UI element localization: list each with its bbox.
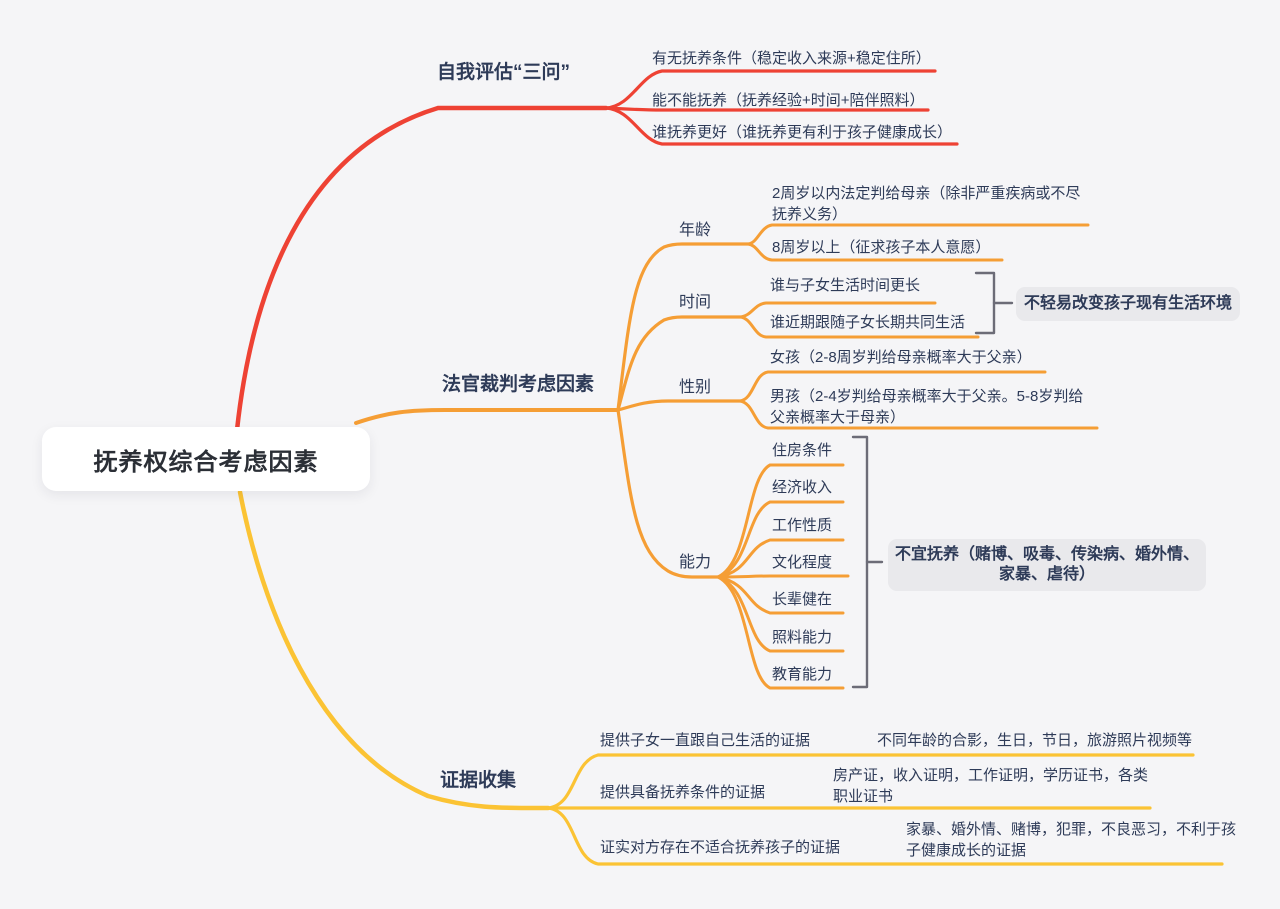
node-evidence-living-together[interactable]: 提供子女一直跟自己生活的证据 <box>600 732 811 749</box>
node-gender-boy[interactable]: 男孩（2-4岁判给母亲概率大于父亲。5-8岁判给父亲概率大于母亲） <box>770 388 1084 426</box>
node-custody-conditions[interactable]: 有无抚养条件（稳定收入来源+稳定住所） <box>652 50 931 67</box>
detail-evidence-other-unfit[interactable]: 家暴、婚外情、赌博，犯罪，不良恶习，不利于孩子健康成长的证据 <box>906 821 1237 859</box>
time-bracket <box>974 271 996 335</box>
node-income[interactable]: 经济收入 <box>772 479 833 496</box>
node-able-to-raise[interactable]: 能不能抚养（抚养经验+时间+陪伴照料） <box>652 92 925 109</box>
summary-brackets <box>851 271 1014 689</box>
node-gender-girl[interactable]: 女孩（2-8周岁判给母亲概率大于父亲） <box>770 349 1032 366</box>
ability-bracket <box>851 435 869 689</box>
node-time[interactable]: 时间 <box>679 294 712 311</box>
node-evidence-other-unfit[interactable]: 证实对方存在不适合抚养孩子的证据 <box>600 839 841 856</box>
node-time-longer-life[interactable]: 谁与子女生活时间更长 <box>770 277 921 294</box>
node-age[interactable]: 年龄 <box>679 222 712 239</box>
note-keep-environment[interactable]: 不轻易改变孩子现有生活环境 <box>1016 287 1240 321</box>
orange-branch-edges <box>354 223 1099 690</box>
node-teach-ability[interactable]: 教育能力 <box>772 666 833 683</box>
node-housing[interactable]: 住房条件 <box>772 442 833 459</box>
node-age-under-2[interactable]: 2周岁以内法定判给母亲（除非严重疾病或不尽抚养义务） <box>772 185 1081 223</box>
node-job-nature[interactable]: 工作性质 <box>772 517 833 534</box>
node-self-assessment[interactable]: 自我评估“三问” <box>437 62 571 83</box>
node-care-ability[interactable]: 照料能力 <box>772 629 833 646</box>
note-unfit-custody[interactable]: 不宜抚养（赌博、吸毒、传染病、婚外情、家暴、虐待） <box>888 539 1206 591</box>
node-age-over-8[interactable]: 8周岁以上（征求孩子本人意愿） <box>772 239 991 256</box>
node-time-recent-life[interactable]: 谁近期跟随子女长期共同生活 <box>770 314 966 331</box>
node-education-level[interactable]: 文化程度 <box>772 554 833 571</box>
node-evidence-collection[interactable]: 证据收集 <box>440 770 517 791</box>
node-judge-factors[interactable]: 法官裁判考虑因素 <box>442 374 595 395</box>
node-evidence-conditions[interactable]: 提供具备抚养条件的证据 <box>600 784 766 801</box>
node-who-raises-better[interactable]: 谁抚养更好（谁抚养更有利于孩子健康成长） <box>652 124 953 141</box>
detail-evidence-living-together[interactable]: 不同年龄的合影，生日，节日，旅游照片视频等 <box>877 732 1193 749</box>
node-elders-alive[interactable]: 长辈健在 <box>772 591 833 608</box>
detail-evidence-conditions[interactable]: 房产证，收入证明，工作证明，学历证书，各类职业证书 <box>833 767 1149 805</box>
red-branch-edges <box>234 69 959 433</box>
node-ability[interactable]: 能力 <box>679 554 712 571</box>
root-node[interactable]: 抚养权综合考虑因素 <box>42 427 370 491</box>
node-gender[interactable]: 性别 <box>679 379 712 396</box>
yellow-branch-edges <box>237 489 1224 866</box>
